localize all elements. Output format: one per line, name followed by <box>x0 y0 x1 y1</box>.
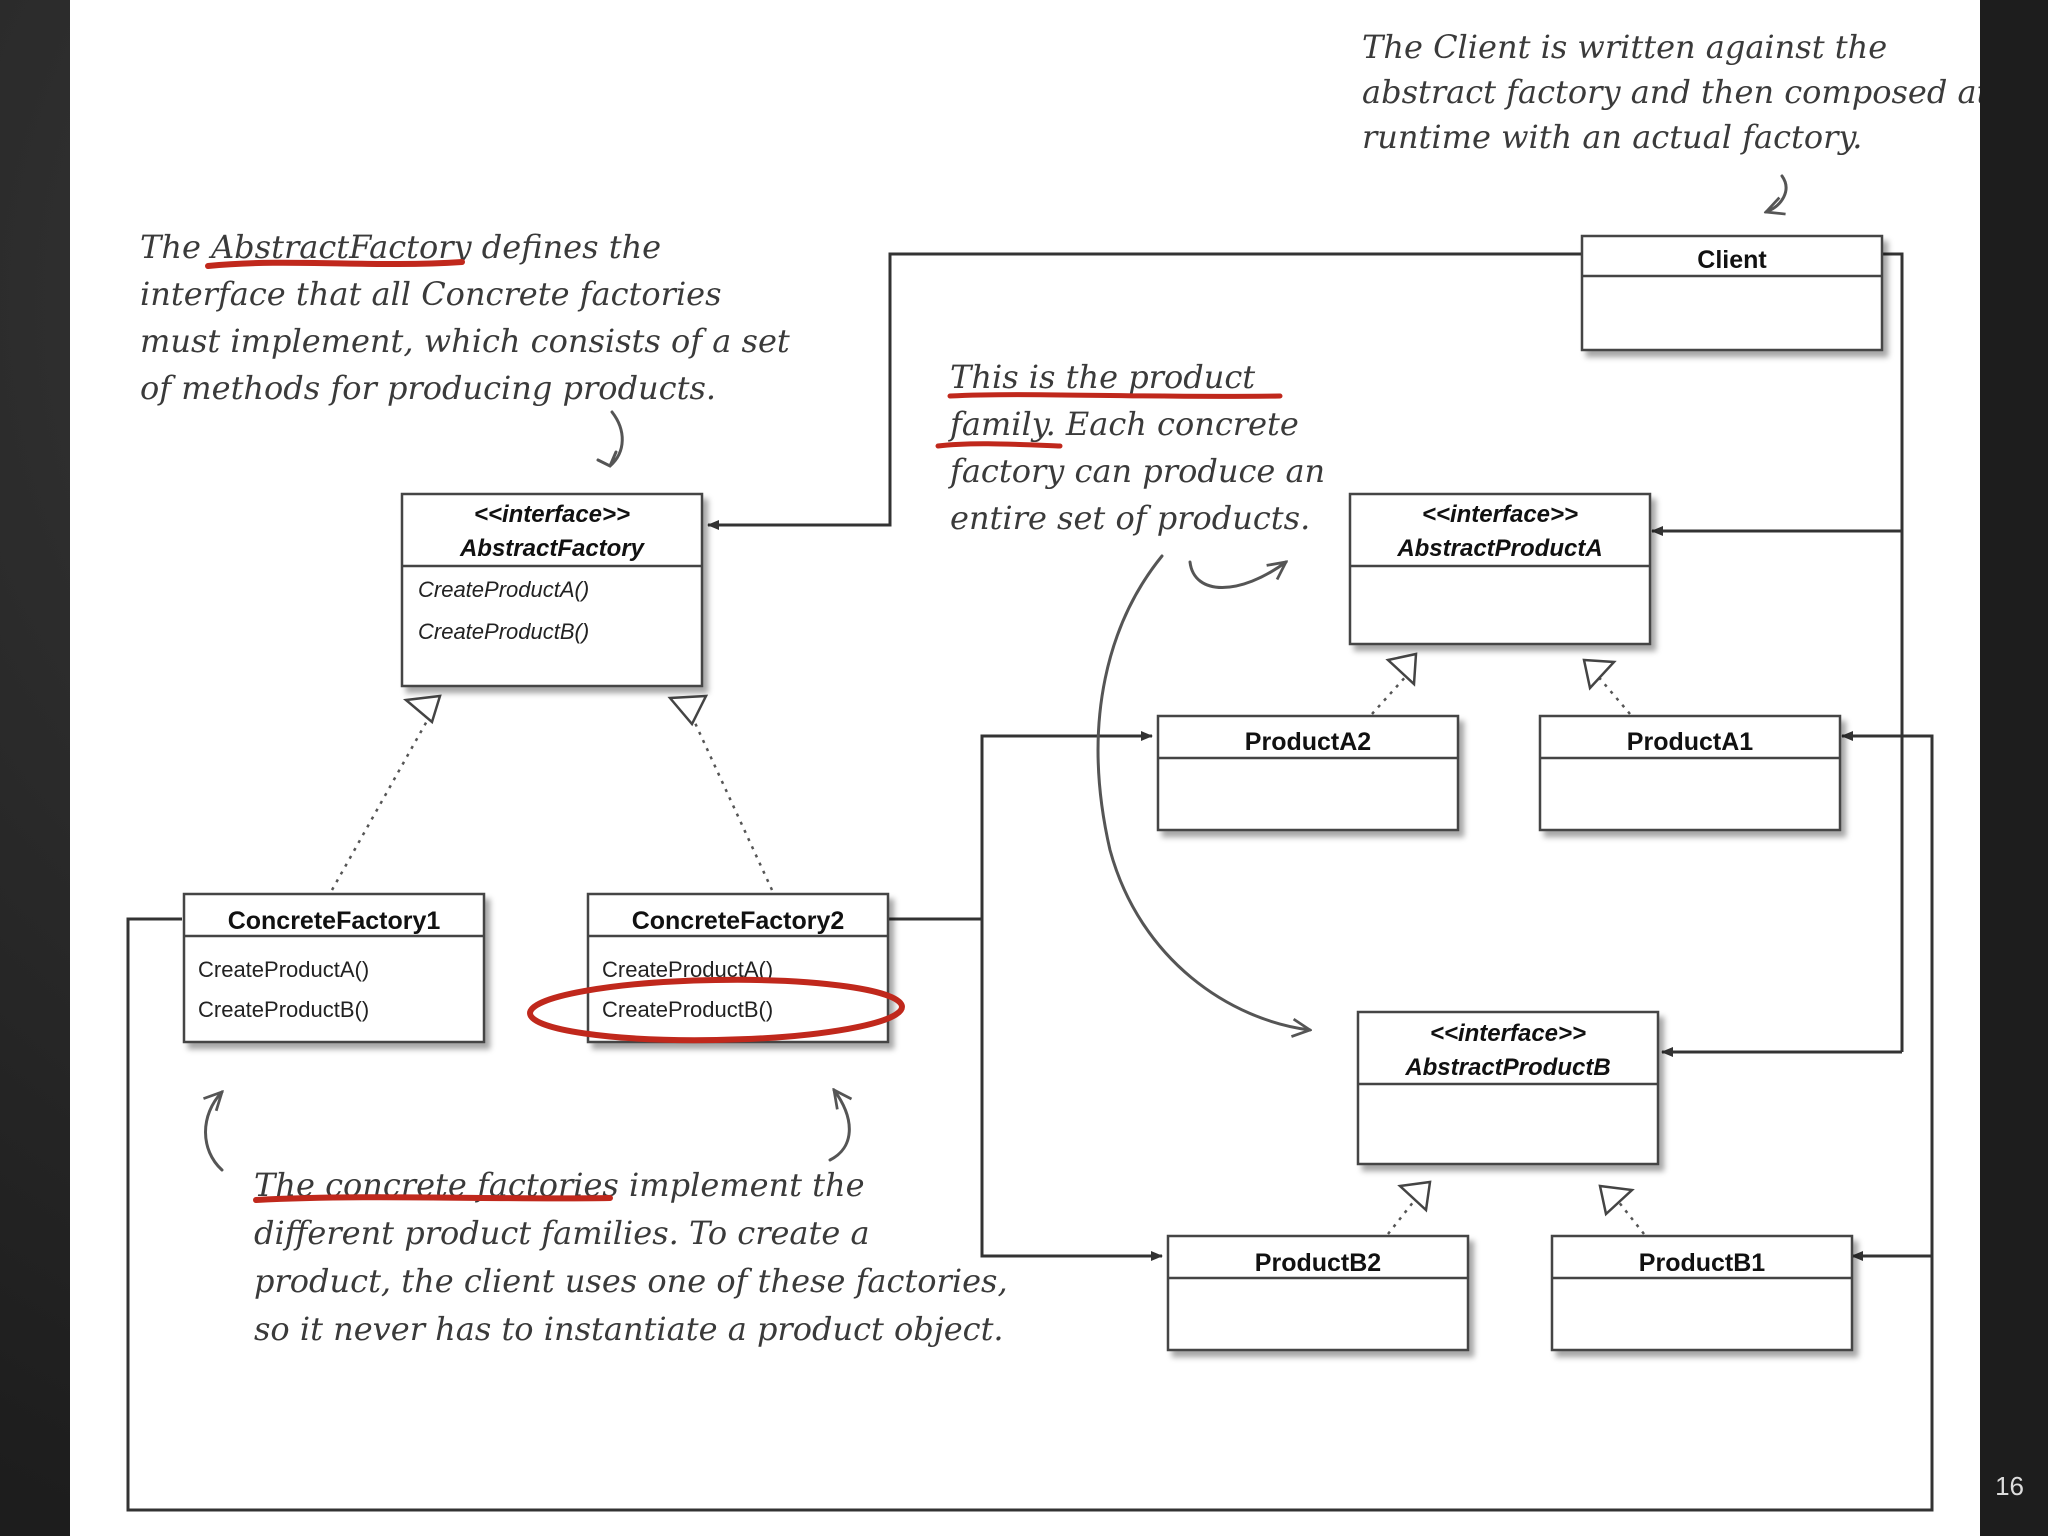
method: CreateProductA() <box>418 577 589 602</box>
factory1-realizes-line <box>330 711 434 891</box>
note-line: different product families. To create a <box>254 1214 870 1252</box>
note-abstract-factory: The AbstractFactory defines the interfac… <box>140 228 790 407</box>
class-product-a2[interactable]: ProductA2 <box>1156 714 1460 832</box>
client-note-arrow <box>1766 174 1788 212</box>
note-line: of methods for producing products. <box>140 369 716 407</box>
factory1-to-producta1-line <box>126 731 1934 1512</box>
abstractfactory-note-arrow <box>596 410 624 468</box>
class-stereotype: <<interface>> <box>474 501 630 528</box>
class-stereotype: <<interface>> <box>1430 1020 1586 1047</box>
class-concrete-factory-1[interactable]: ConcreteFactory1 CreateProductA() Create… <box>182 892 486 1044</box>
concrete-factory1-note-arrow <box>206 1092 223 1172</box>
productb2-realizes-line <box>1387 1195 1419 1235</box>
class-name: ProductB2 <box>1255 1249 1381 1277</box>
underline-abstractfactory <box>205 259 465 269</box>
underline-product <box>947 392 1283 399</box>
class-concrete-factory-2[interactable]: ConcreteFactory2 CreateProductA() Create… <box>586 892 890 1044</box>
note-line: must implement, which consists of a set <box>140 322 790 360</box>
factory2-to-productb2-line <box>980 919 1163 1261</box>
class-name: Client <box>1697 246 1767 274</box>
method: CreateProductB() <box>418 619 589 644</box>
note-line: factory can produce an <box>948 452 1325 490</box>
realization-triangle <box>1582 658 1617 691</box>
realization-lines <box>330 652 1645 1235</box>
note-client: The Client is written against the abstra… <box>1362 28 1980 156</box>
family-to-productb-arrow <box>1096 554 1310 1030</box>
note-product-family: This is the product family. Each concret… <box>948 358 1325 537</box>
red-highlights <box>205 259 1283 1203</box>
client-trunk-line <box>1882 252 1904 1052</box>
note-line: product, the client uses one of these fa… <box>254 1262 1008 1300</box>
realization-triangle <box>1397 1180 1432 1213</box>
highlight-createproductb <box>527 976 905 1044</box>
class-name: ConcreteFactory2 <box>632 907 845 935</box>
realization-triangle <box>667 694 709 727</box>
note-line: family. Each concrete <box>948 405 1299 443</box>
class-product-b1[interactable]: ProductB1 <box>1550 1234 1854 1352</box>
producta2-realizes-line <box>1371 673 1409 715</box>
concrete-factory2-note-arrow <box>828 1090 849 1162</box>
class-name: ConcreteFactory1 <box>228 907 441 935</box>
producta1-realizes-line <box>1595 673 1631 715</box>
class-name: ProductA2 <box>1245 728 1371 756</box>
class-abstract-product-b[interactable]: <<interface>> AbstractProductB <box>1356 1010 1660 1166</box>
class-abstract-product-a[interactable]: <<interface>> AbstractProductA <box>1348 492 1652 646</box>
class-name: ProductA1 <box>1627 728 1754 756</box>
realization-triangle <box>402 694 442 725</box>
note-line: The AbstractFactory defines the <box>140 228 661 266</box>
note-line: so it never has to instantiate a product… <box>254 1310 1004 1348</box>
method: CreateProductB() <box>198 997 369 1022</box>
class-product-a1[interactable]: ProductA1 <box>1538 714 1842 832</box>
method: CreateProductB() <box>602 997 773 1022</box>
family-to-producta-arrow <box>1188 562 1286 589</box>
realization-triangle <box>1598 1184 1635 1217</box>
underline-concrete-factories <box>253 1194 613 1203</box>
class-name: AbstractProductA <box>1396 535 1602 562</box>
abstract-factory-diagram: Client <<interface>> AbstractFactory Cre… <box>126 28 1980 1512</box>
association-lines <box>126 252 1934 1512</box>
class-product-b2[interactable]: ProductB2 <box>1166 1234 1470 1352</box>
class-name: ProductB1 <box>1639 1249 1766 1277</box>
note-line: This is the product <box>950 358 1255 396</box>
method: CreateProductA() <box>198 957 369 982</box>
hand-drawn-arrows <box>206 174 1788 1172</box>
client-to-abstractfactory-line <box>707 252 1582 530</box>
realization-triangle <box>1385 652 1418 687</box>
class-stereotype: <<interface>> <box>1422 501 1578 528</box>
slide-canvas: Client <<interface>> AbstractFactory Cre… <box>70 0 1980 1536</box>
note-concrete-factories: The concrete factories implement the dif… <box>254 1166 1008 1348</box>
page-number: 16 <box>1995 1471 2024 1501</box>
note-line: The Client is written against the <box>1362 28 1887 66</box>
factory2-realizes-line <box>688 711 774 891</box>
class-name: AbstractFactory <box>459 535 646 562</box>
class-name: AbstractProductB <box>1404 1054 1610 1081</box>
underline-family <box>935 441 1063 449</box>
note-line: interface that all Concrete factories <box>140 275 722 313</box>
class-client[interactable]: Client <box>1580 234 1884 352</box>
class-abstract-factory[interactable]: <<interface>> AbstractFactory CreateProd… <box>400 492 704 688</box>
note-line: entire set of products. <box>950 499 1310 537</box>
note-line: abstract factory and then composed at <box>1362 73 1980 111</box>
note-line: runtime with an actual factory. <box>1362 118 1862 156</box>
factory2-to-producta2-line <box>886 731 1153 921</box>
